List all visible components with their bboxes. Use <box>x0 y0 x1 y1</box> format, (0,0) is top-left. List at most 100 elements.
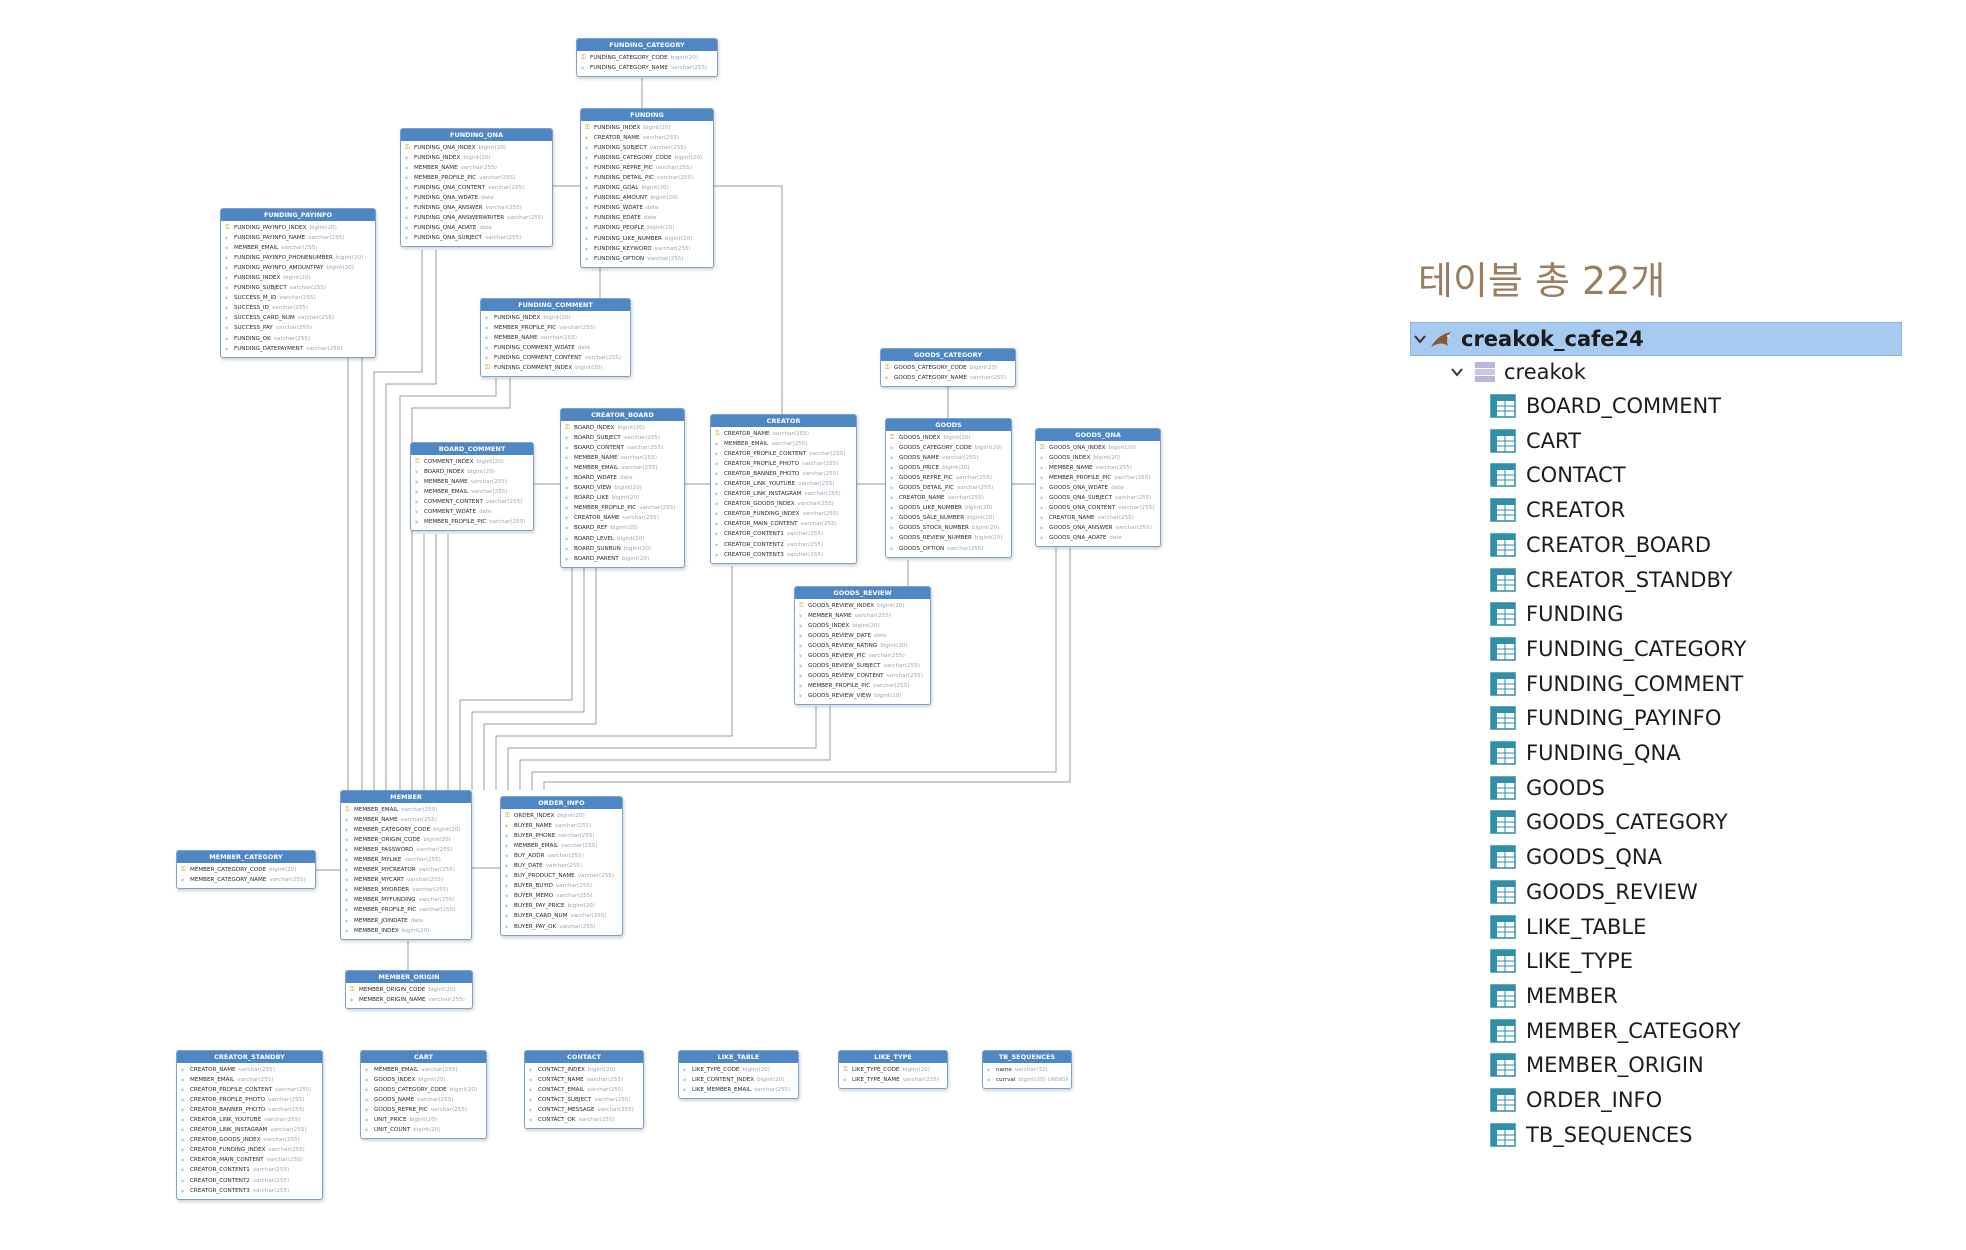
tree-item-table[interactable]: CONTACT <box>1490 459 1890 491</box>
tree-item-table[interactable]: TB_SEQUENCES <box>1490 1119 1890 1151</box>
column-type: varchar(255) <box>555 883 593 890</box>
column-name: CONTACT_SUBJECT <box>538 1097 592 1104</box>
column-type: varchar(255) <box>281 245 318 252</box>
tree-node-schema[interactable]: creakok <box>1410 356 1900 388</box>
column-name: FUNDING_COMMENT_WDATE <box>494 345 575 352</box>
tree-item-table[interactable]: MEMBER_ORIGIN <box>1490 1049 1890 1081</box>
tree-item-table[interactable]: FUNDING_COMMENT <box>1490 668 1890 700</box>
tree-item-table[interactable]: GOODS <box>1490 772 1890 804</box>
column-name: MEMBER_EMAIL <box>234 245 279 252</box>
tree-item-table[interactable]: FUNDING <box>1490 598 1890 630</box>
chevron-down-icon[interactable] <box>1448 363 1466 381</box>
column-type: varchar(255) <box>238 1067 275 1073</box>
column-type: varchar(255) <box>886 673 923 680</box>
column-name: MEMBER_NAME <box>494 335 538 342</box>
tree-item-table[interactable]: CART <box>1490 425 1890 457</box>
column-name: MEMBER_CATEGORY_CODE <box>190 867 267 873</box>
column-icon: ◆ <box>505 853 509 859</box>
column-name: MEMBER_PASSWORD <box>354 847 414 854</box>
column-name: BUYER_CARD_NUM <box>514 913 568 920</box>
column-type: varchar(255) <box>956 485 994 492</box>
tree-item-table[interactable]: CREATOR <box>1490 494 1890 526</box>
column-type: varchar(255) <box>430 1107 468 1114</box>
column-type: varchar(255) <box>275 325 313 332</box>
column-type: varchar(255) <box>488 185 525 192</box>
tree-item-table[interactable]: MEMBER <box>1490 980 1890 1012</box>
table-title: FUNDING_CATEGORY <box>577 39 717 51</box>
column-type: varchar(255) <box>1095 465 1132 472</box>
chevron-down-icon[interactable] <box>1411 330 1429 348</box>
tree-item-table[interactable]: GOODS_CATEGORY <box>1490 806 1890 838</box>
column-type: varchar(255) <box>800 521 837 528</box>
tree-item-table[interactable]: ORDER_INFO <box>1490 1084 1890 1116</box>
column-type: bigint(20) <box>463 155 491 162</box>
column-icon: ◆ <box>581 65 585 71</box>
column-name: MEMBER_INDEX <box>354 927 399 934</box>
tree-item-table[interactable]: FUNDING_PAYINFO <box>1490 702 1890 734</box>
column-name: name <box>996 1067 1012 1073</box>
tree-item-table[interactable]: FUNDING_CATEGORY <box>1490 633 1890 665</box>
tree-item-table[interactable]: CREATOR_STANDBY <box>1490 564 1890 596</box>
column-type: varchar(255) <box>577 873 615 880</box>
column-type: bigint(20) <box>969 365 998 371</box>
tree-item-table[interactable]: FUNDING_QNA <box>1490 737 1890 769</box>
column-name: MEMBER_EMAIL <box>374 1067 419 1073</box>
tree-item-table[interactable]: LIKE_TYPE <box>1490 945 1890 977</box>
table-title: CREATOR <box>711 415 856 427</box>
column-type: varchar(255) <box>797 501 834 508</box>
column-icon: ◆ <box>345 817 349 823</box>
tree-item-table[interactable]: BOARD_COMMENT <box>1490 390 1890 422</box>
table-icon <box>1490 637 1516 661</box>
tree-item-table[interactable]: LIKE_TABLE <box>1490 911 1890 943</box>
tree-item-table[interactable]: MEMBER_CATEGORY <box>1490 1015 1890 1047</box>
column-icon: ◆ <box>405 165 409 171</box>
tree-node-connection[interactable]: creakok_cafe24 <box>1410 322 1902 356</box>
tree-item-table[interactable]: GOODS_REVIEW <box>1490 876 1890 908</box>
column-name: MEMBER_NAME <box>1049 465 1093 472</box>
tree-item-table[interactable]: CREATOR_BOARD <box>1490 529 1890 561</box>
tree-item-table[interactable]: GOODS_QNA <box>1490 841 1890 873</box>
column-icon: ◆ <box>565 445 569 451</box>
column-name: FUNDING_INDEX <box>594 125 641 131</box>
column-icon: ◆ <box>565 455 569 461</box>
column-icon: ◆ <box>1040 495 1044 501</box>
column-type: varchar(255) <box>561 843 598 850</box>
